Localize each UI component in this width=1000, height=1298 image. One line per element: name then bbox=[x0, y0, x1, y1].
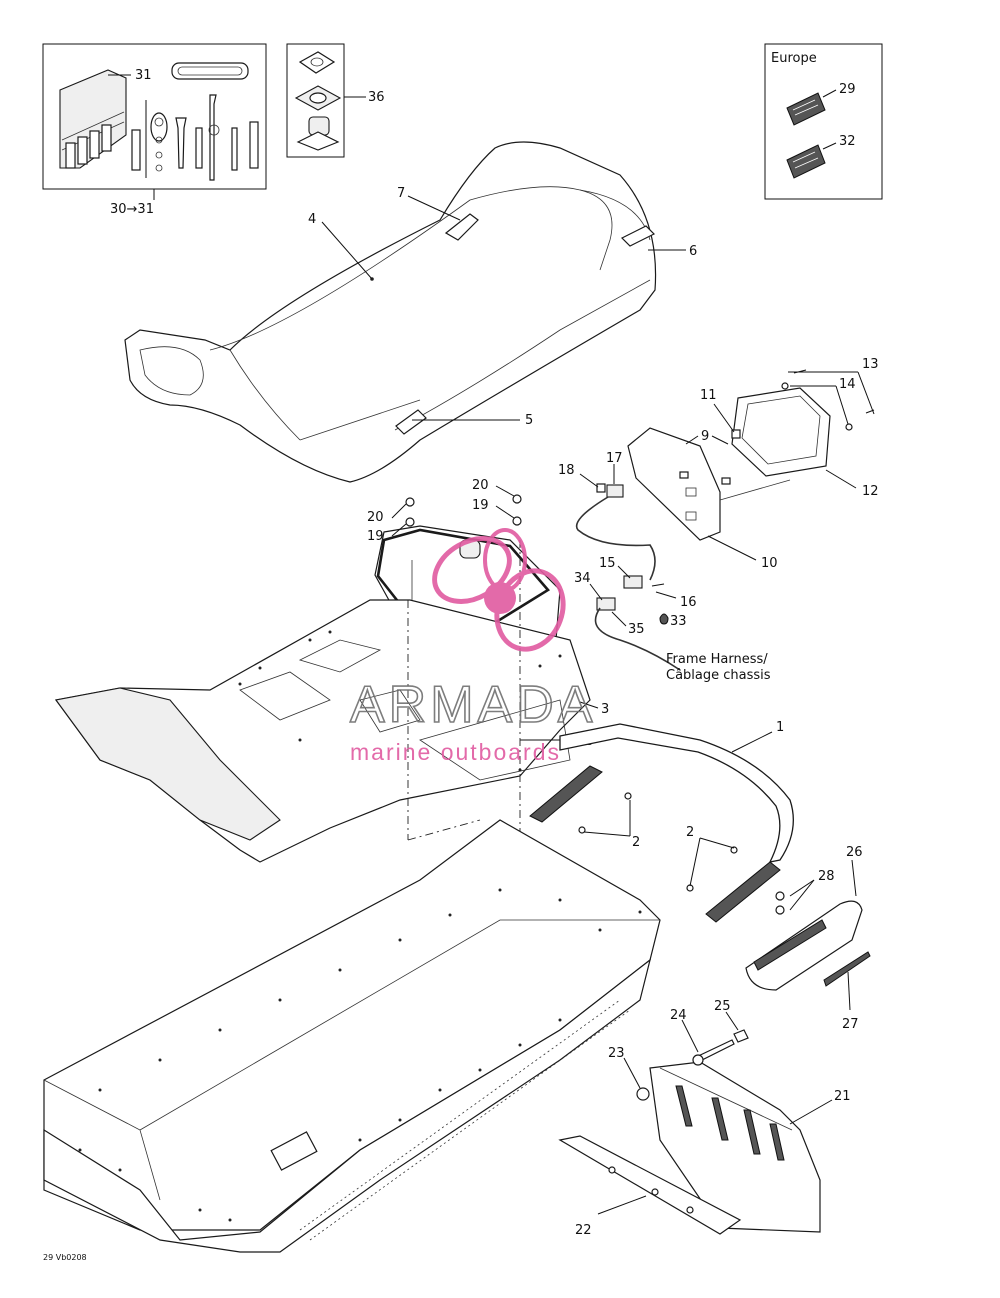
handle-grip-left bbox=[529, 765, 603, 823]
washer-14a bbox=[781, 382, 789, 390]
callout-36: 36 bbox=[368, 90, 385, 105]
spark-plug-wrench-icon bbox=[209, 94, 217, 181]
callout-28: 28 bbox=[818, 869, 835, 884]
callout-13: 13 bbox=[862, 357, 879, 372]
callout-3: 3 bbox=[601, 702, 609, 717]
watermark-title: ARMADA bbox=[350, 676, 596, 734]
flap-21 bbox=[649, 1061, 821, 1233]
reflector-32-icon bbox=[786, 144, 826, 179]
callout-33: 33 bbox=[670, 614, 687, 629]
washer-19a bbox=[405, 517, 415, 527]
washer-25 bbox=[733, 1029, 749, 1043]
handle-bar bbox=[559, 723, 794, 863]
seat-latch-5 bbox=[395, 409, 427, 435]
callout-24: 24 bbox=[670, 1008, 687, 1023]
callout-2-left: 2 bbox=[632, 835, 640, 850]
tool-range-label: 30→31 bbox=[110, 202, 154, 217]
washer-14b bbox=[845, 423, 853, 431]
grommet-33 bbox=[659, 613, 669, 625]
callout-20-right: 20 bbox=[472, 478, 489, 493]
callout-4: 4 bbox=[308, 212, 316, 227]
tunnel-panel bbox=[54, 599, 591, 863]
callout-27: 27 bbox=[842, 1017, 859, 1032]
seat-latch-7 bbox=[444, 213, 479, 241]
callout-5: 5 bbox=[525, 413, 533, 428]
figure-id: 29 Vb0208 bbox=[43, 1253, 87, 1262]
armada-watermark: ARMADA marine outboards bbox=[349, 528, 596, 765]
seat-latch-6 bbox=[620, 225, 656, 247]
armada-propeller-logo bbox=[432, 528, 566, 652]
washer-20a bbox=[405, 497, 415, 507]
callout-17: 17 bbox=[606, 451, 623, 466]
callout-10: 10 bbox=[761, 556, 778, 571]
connector-34 bbox=[596, 597, 616, 611]
callout-23: 23 bbox=[608, 1046, 625, 1061]
reflector-27 bbox=[823, 951, 871, 987]
tool-kit-inset: 31 30→31 bbox=[42, 43, 267, 217]
harness-label-line2: Câblage chassis bbox=[666, 668, 771, 683]
inset-36: 36 bbox=[286, 43, 385, 158]
callout-16: 16 bbox=[680, 595, 697, 610]
bulb-11 bbox=[731, 429, 741, 439]
rear-cap bbox=[745, 891, 871, 991]
connector-18 bbox=[596, 483, 606, 493]
socket-icon bbox=[150, 112, 168, 142]
callout-14: 14 bbox=[839, 377, 856, 392]
tunnel-cutout bbox=[270, 1131, 318, 1171]
tunnel-body bbox=[43, 819, 661, 1253]
connector-15 bbox=[623, 575, 643, 589]
taillight-lens-12 bbox=[731, 387, 831, 477]
taillight-wire bbox=[575, 496, 656, 581]
callout-35: 35 bbox=[628, 622, 645, 637]
callout-19-left: 19 bbox=[367, 529, 384, 544]
callout-26: 26 bbox=[846, 845, 863, 860]
europe-inset: Europe 29 32 bbox=[764, 43, 883, 200]
gasket-icon bbox=[298, 51, 336, 74]
feeler-icon bbox=[195, 127, 203, 169]
washer-20b bbox=[512, 494, 522, 504]
callout-9: 9 bbox=[701, 429, 709, 444]
seat-body bbox=[124, 141, 657, 483]
strap-icon bbox=[171, 62, 249, 80]
hex-key-icon bbox=[231, 127, 238, 171]
callout-15: 15 bbox=[599, 556, 616, 571]
connector-17 bbox=[606, 484, 624, 498]
callout-31-top: 31 bbox=[135, 68, 152, 83]
callout-11: 11 bbox=[700, 388, 717, 403]
tunnel-side bbox=[43, 958, 652, 1253]
watermark-subtitle: marine outboards bbox=[350, 739, 561, 765]
nut-23 bbox=[636, 1087, 650, 1101]
europe-label: Europe bbox=[771, 51, 817, 66]
taillight-housing-10 bbox=[627, 427, 721, 541]
callout-19-right: 19 bbox=[472, 498, 489, 513]
reflector-29-icon bbox=[786, 92, 826, 126]
callout-6: 6 bbox=[689, 244, 697, 259]
callout-34: 34 bbox=[574, 571, 591, 586]
cap-26 bbox=[745, 900, 863, 991]
seat bbox=[124, 141, 657, 483]
callout-29: 29 bbox=[839, 82, 856, 97]
washer-19b bbox=[512, 516, 522, 526]
callout-22: 22 bbox=[575, 1223, 592, 1238]
taillight-assembly bbox=[575, 369, 875, 671]
snow-flap bbox=[558, 1029, 821, 1235]
callout-32: 32 bbox=[839, 134, 856, 149]
inset-36-frame bbox=[286, 43, 345, 158]
callout-1: 1 bbox=[776, 720, 784, 735]
callout-12: 12 bbox=[862, 484, 879, 499]
handle-grip-right bbox=[705, 861, 781, 923]
callout-25: 25 bbox=[714, 999, 731, 1014]
callout-21: 21 bbox=[834, 1089, 851, 1104]
harness-label-line1: Frame Harness/ bbox=[666, 652, 768, 667]
flap-plate-22 bbox=[558, 1135, 742, 1235]
wrench-icon bbox=[175, 117, 187, 169]
callout-20-left: 20 bbox=[367, 510, 384, 525]
pliers-icon bbox=[249, 121, 259, 169]
callout-18: 18 bbox=[558, 463, 575, 478]
callout-7: 7 bbox=[397, 186, 405, 201]
callout-2-right: 2 bbox=[686, 825, 694, 840]
frame-harness-wire bbox=[594, 607, 681, 671]
europe-frame bbox=[764, 43, 883, 200]
